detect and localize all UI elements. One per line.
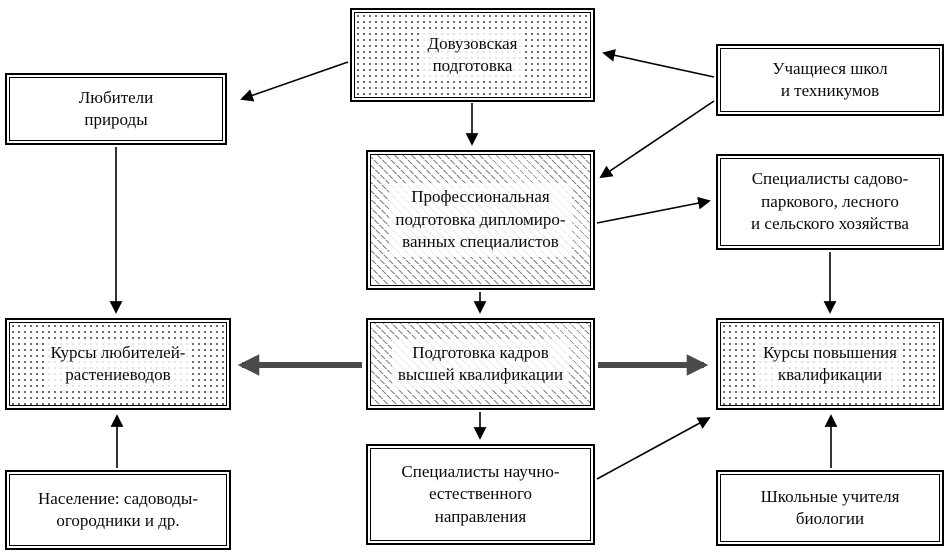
box-advanced-courses-label: Курсы повышения квалификации [757,338,903,390]
box-advanced-courses: Курсы повышения квалификации [716,318,944,410]
box-plant-lovers-courses-label: Курсы любителей- растениеводов [44,338,192,390]
box-population-gardeners-label: Население: садоводы- огородники и др. [38,488,198,530]
box-professional-training: Профессиональная подготовка дипломиро- в… [366,150,595,290]
box-science-specialists: Специалисты научно- естественного направ… [366,444,595,545]
arrow-science-to-advanced-courses [596,417,711,480]
arrow-students-to-preuniversity [602,49,715,78]
box-pre-university-label: Довузовская подготовка [421,29,524,81]
box-population-gardeners: Население: садоводы- огородники и др. [5,470,231,550]
arrow-students-to-professional [599,100,715,179]
arrow-professional-to-landscape [596,196,711,224]
box-nature-lovers: Любители природы [5,73,227,145]
box-science-specialists-label: Специалисты научно- естественного направ… [401,461,560,526]
box-landscape-specialists-label: Специалисты садово- паркового, лесного и… [751,169,909,234]
box-nature-lovers-label: Любители природы [78,87,154,129]
box-higher-qualification: Подготовка кадров высшей квалификации [366,318,595,410]
box-landscape-specialists: Специалисты садово- паркового, лесного и… [716,154,944,250]
box-plant-lovers-courses: Курсы любителей- растениеводов [5,318,231,410]
box-biology-teachers-label: Школьные учителя биологии [760,486,900,528]
box-school-students: Учащиеся школ и техникумов [716,44,944,116]
box-pre-university-training: Довузовская подготовка [350,8,595,102]
box-higher-qualification-label: Подготовка кадров высшей квалификации [391,338,570,390]
box-school-students-label: Учащиеся школ и техникумов [772,58,888,100]
box-biology-teachers: Школьные учителя биологии [716,470,944,546]
arrow-preuniversity-to-nature-lovers [240,61,349,102]
box-professional-training-label: Профессиональная подготовка дипломиро- в… [389,183,572,257]
